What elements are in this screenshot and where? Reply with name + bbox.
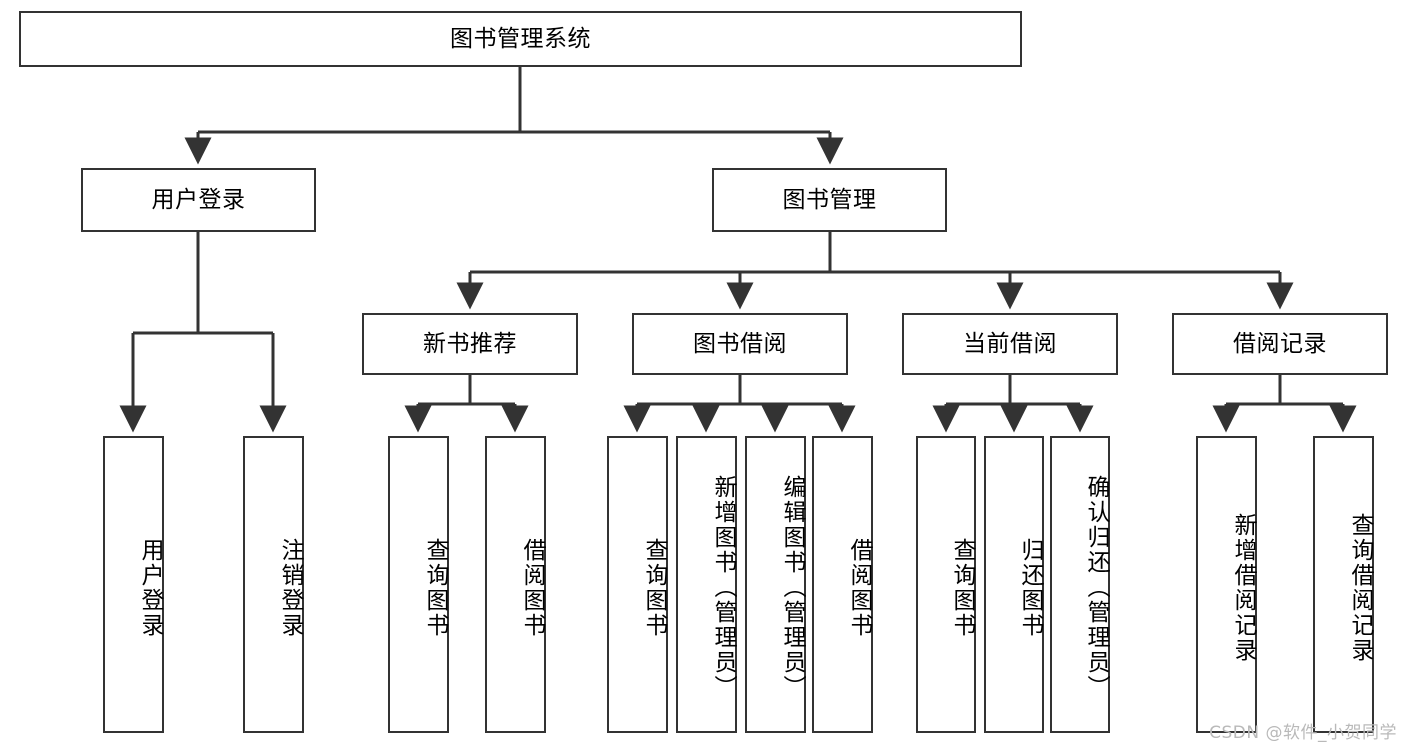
node-new-book-recommend[interactable]: 新书推荐 bbox=[362, 313, 578, 375]
node-leaf-query-book-1-label: 查询图书 bbox=[422, 537, 448, 638]
node-root-label: 图书管理系统 bbox=[450, 25, 591, 52]
node-leaf-query-book-3[interactable]: 查询图书 bbox=[916, 436, 976, 733]
node-leaf-confirm-return-admin[interactable]: 确认归还（管理员） bbox=[1050, 436, 1110, 733]
node-book-borrow-label: 图书借阅 bbox=[693, 330, 787, 357]
node-leaf-add-borrow-record[interactable]: 新增借阅记录 bbox=[1196, 436, 1257, 733]
node-leaf-return-book-label: 归还图书 bbox=[1017, 537, 1043, 638]
node-leaf-query-borrow-record-label: 查询借阅记录 bbox=[1347, 512, 1373, 663]
node-leaf-query-borrow-record[interactable]: 查询借阅记录 bbox=[1313, 436, 1374, 733]
node-leaf-user-logout-label: 注销登录 bbox=[277, 537, 303, 638]
node-leaf-add-book-admin-label: 新增图书（管理员） bbox=[710, 475, 736, 700]
node-root[interactable]: 图书管理系统 bbox=[19, 11, 1022, 67]
node-user-login-label: 用户登录 bbox=[151, 186, 246, 213]
node-leaf-query-book-2[interactable]: 查询图书 bbox=[607, 436, 668, 733]
node-user-login[interactable]: 用户登录 bbox=[81, 168, 316, 232]
node-book-management-label: 图书管理 bbox=[782, 186, 877, 213]
node-current-borrow[interactable]: 当前借阅 bbox=[902, 313, 1118, 375]
node-leaf-add-book-admin[interactable]: 新增图书（管理员） bbox=[676, 436, 737, 733]
node-leaf-borrow-book-2[interactable]: 借阅图书 bbox=[812, 436, 873, 733]
node-leaf-return-book[interactable]: 归还图书 bbox=[984, 436, 1044, 733]
node-leaf-borrow-book-1[interactable]: 借阅图书 bbox=[485, 436, 546, 733]
node-leaf-user-login[interactable]: 用户登录 bbox=[103, 436, 164, 733]
node-book-management[interactable]: 图书管理 bbox=[712, 168, 947, 232]
node-new-book-recommend-label: 新书推荐 bbox=[423, 330, 517, 357]
node-current-borrow-label: 当前借阅 bbox=[963, 330, 1057, 357]
node-leaf-add-borrow-record-label: 新增借阅记录 bbox=[1230, 512, 1256, 663]
node-leaf-edit-book-admin-label: 编辑图书（管理员） bbox=[779, 475, 805, 700]
node-borrow-record[interactable]: 借阅记录 bbox=[1172, 313, 1388, 375]
csdn-watermark: CSDN @软件_小贺同学 bbox=[1209, 723, 1397, 743]
node-leaf-borrow-book-1-label: 借阅图书 bbox=[519, 537, 545, 638]
node-borrow-record-label: 借阅记录 bbox=[1233, 330, 1327, 357]
node-leaf-user-login-label: 用户登录 bbox=[137, 537, 163, 638]
node-leaf-user-logout[interactable]: 注销登录 bbox=[243, 436, 304, 733]
node-leaf-borrow-book-2-label: 借阅图书 bbox=[846, 537, 872, 638]
node-leaf-query-book-1[interactable]: 查询图书 bbox=[388, 436, 449, 733]
node-leaf-query-book-3-label: 查询图书 bbox=[949, 537, 975, 638]
node-leaf-confirm-return-admin-label: 确认归还（管理员） bbox=[1083, 475, 1109, 700]
node-leaf-query-book-2-label: 查询图书 bbox=[641, 537, 667, 638]
node-leaf-edit-book-admin[interactable]: 编辑图书（管理员） bbox=[745, 436, 806, 733]
node-book-borrow[interactable]: 图书借阅 bbox=[632, 313, 848, 375]
